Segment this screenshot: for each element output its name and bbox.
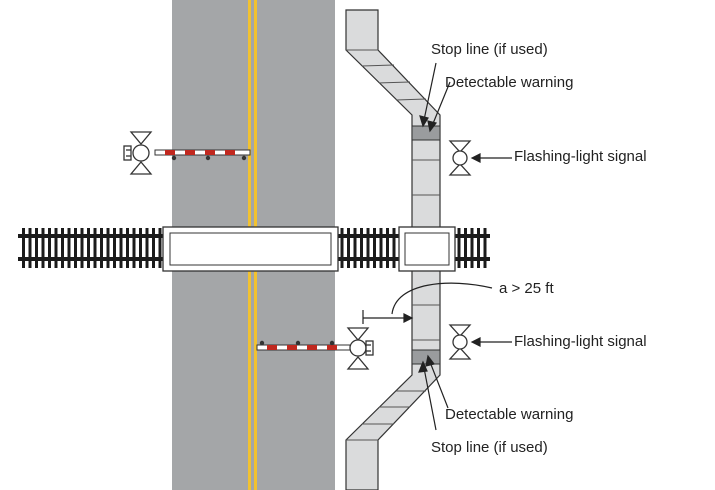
distance-label: a > 25 ft [499,280,554,297]
stop-line-top-label: Stop line (if used) [431,41,548,58]
detectable-warning-top-surface [411,125,441,141]
gate-arm-bottom [256,340,351,351]
path-crossing-panel-inner [404,232,450,266]
path-crossing-panel [398,226,456,272]
stop-line-bottom-label: Stop line (if used) [431,439,548,456]
flashing-light-signal-bottom-icon [448,324,472,360]
road-crossing-panel [162,226,339,272]
distance-dimension [362,282,493,324]
flashing-light-signal-top-label: Flashing-light signal [514,148,647,165]
detectable-warning-bottom-surface [411,349,441,365]
flashing-light-signal-bottom-label: Flashing-light signal [514,333,647,350]
sidewalk-joints [346,49,440,441]
leader-lines [418,62,512,431]
detectable-warning-bottom-label: Detectable warning [445,406,574,423]
road-crossing-panel-inner [169,232,332,266]
gate-arm-top [154,149,251,161]
flashing-light-signal-top-icon [448,140,472,176]
gate-signal-top-icon [123,131,153,175]
detectable-warning-top-label: Detectable warning [445,74,574,91]
gate-signal-bottom-icon [346,327,374,370]
